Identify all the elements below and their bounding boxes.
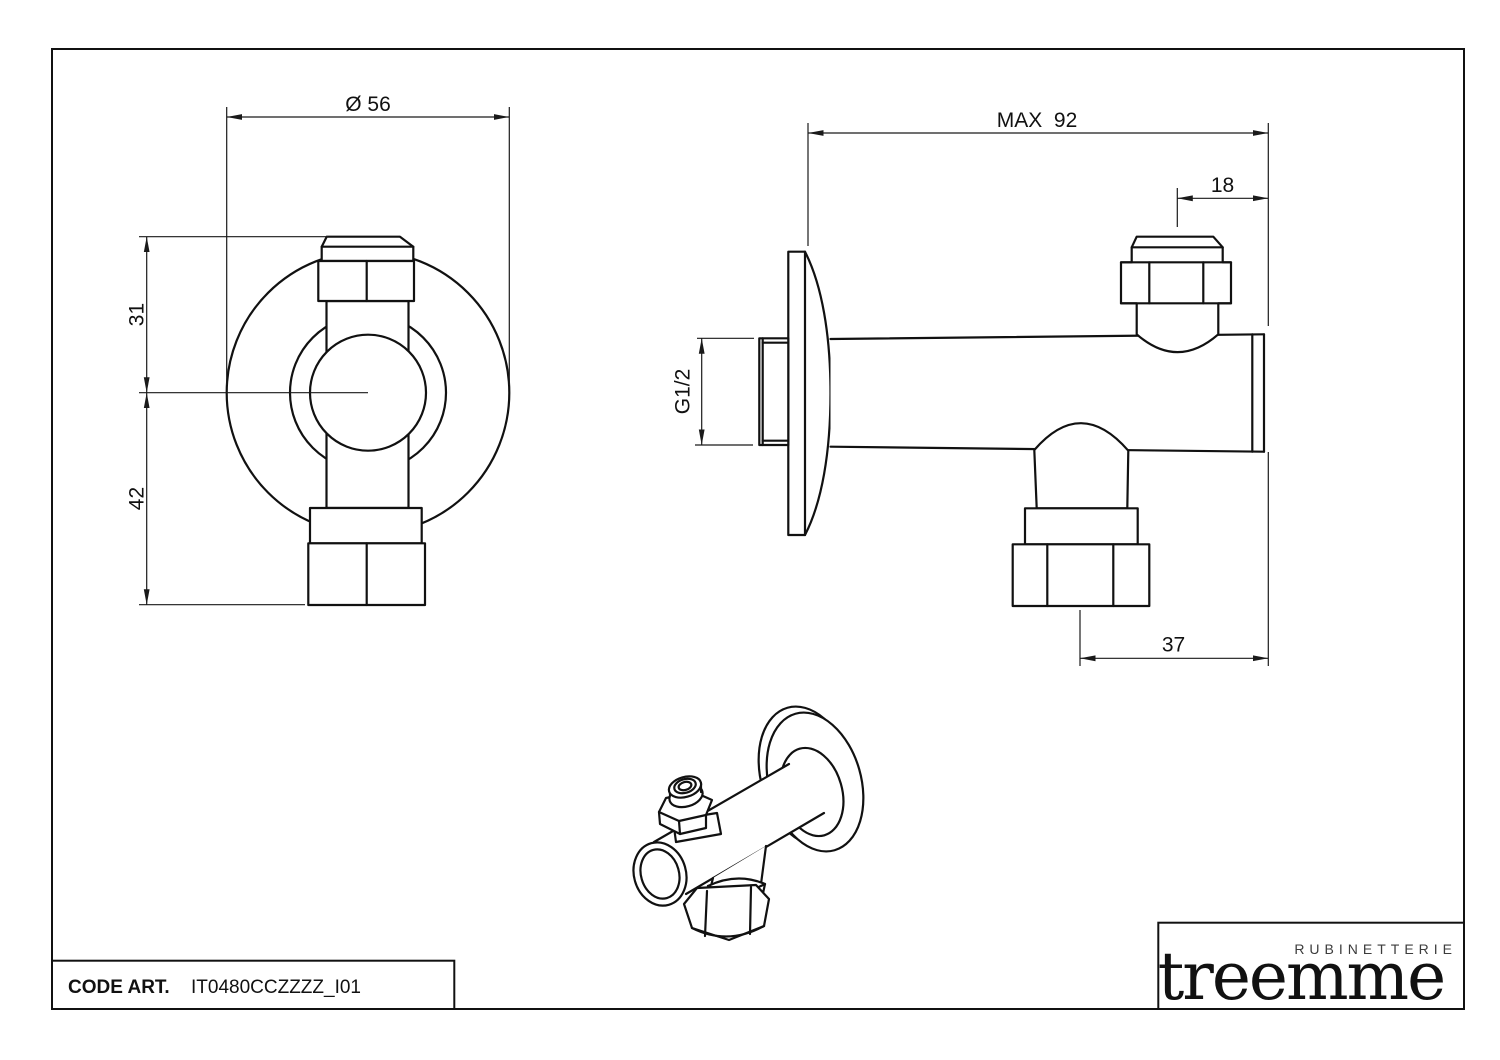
valve-body-side-fill [830,334,1264,452]
brand-box [1157,921,1466,1011]
outlet-nut [1011,543,1151,608]
isometric-view [632,705,865,942]
iso-outlet-edge [759,844,768,886]
code-art-value: IT0480CCZZZZ_I01 [191,977,361,998]
dimension-37-label: 37 [1162,634,1185,657]
brand-block: RUBINETTERIE treemme [1157,921,1466,1015]
title-block-box [51,959,456,1011]
title-block: CODE ART. IT0480CCZZZZ_I01 [51,959,456,1011]
iso-outlet-nut-bottom [690,924,766,938]
iso-outlet-nut [682,883,771,942]
brand-rubinetterie: RUBINETTERIE [1294,941,1457,957]
dimension-18-label: 18 [1211,174,1234,197]
dimension-diameter-label: Ø 56 [345,93,391,116]
outlet-branch [1033,422,1130,510]
iso-knob-nut-facet [677,819,682,836]
front-view-dimensions: Ø 56 31 42 [126,93,510,606]
dimension-31-label: 31 [126,303,149,326]
iso-outlet-nut-facet [748,885,753,936]
outlet-ring [1023,507,1139,546]
top-cap-front [320,235,415,263]
inlet-pipe [758,337,790,447]
iso-knob-cap-center [677,780,693,792]
side-view-dimensions: MAX 92 18 G1/2 37 [672,109,1269,666]
side-view [758,235,1266,608]
wall-flange [787,250,832,537]
bonnet [1119,235,1233,354]
front-view [225,235,511,607]
iso-outlet-nut-facet [703,889,709,938]
lower-ring-front [308,506,423,545]
dimension-max92-label: MAX 92 [997,109,1078,132]
drawing-border [51,48,1465,1010]
iso-knob-cap-ring [673,777,697,795]
brand-treemme: treemme [1158,938,1444,1015]
iso-tube-fill [654,764,824,894]
iso-body-end-chamfer [639,848,681,900]
dimension-thread-label: G1/2 [672,369,695,415]
code-art-label: CODE ART. [68,977,170,998]
dimension-42-label: 42 [126,487,149,510]
